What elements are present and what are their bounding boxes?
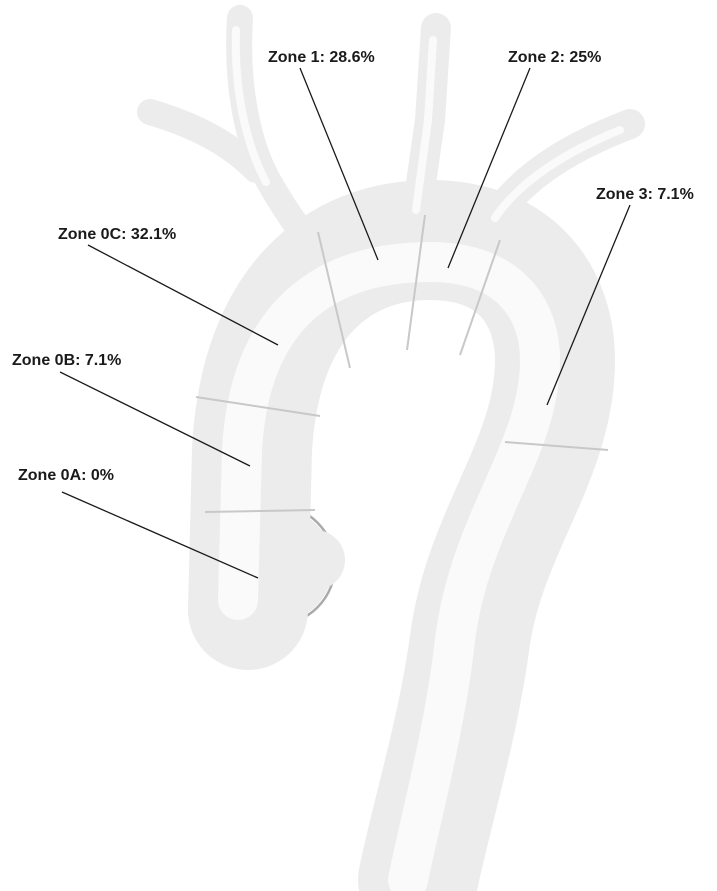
- label-zone-0a: Zone 0A: 0%: [18, 467, 114, 484]
- label-zone-3: Zone 3: 7.1%: [596, 186, 694, 203]
- label-zone-2: Zone 2: 25%: [508, 49, 601, 66]
- label-zone-0b: Zone 0B: 7.1%: [12, 352, 121, 369]
- aorta-body: [150, 18, 630, 880]
- aorta-illustration: [150, 18, 630, 880]
- label-zone-0c: Zone 0C: 32.1%: [58, 226, 176, 243]
- label-zone-1: Zone 1: 28.6%: [268, 49, 375, 66]
